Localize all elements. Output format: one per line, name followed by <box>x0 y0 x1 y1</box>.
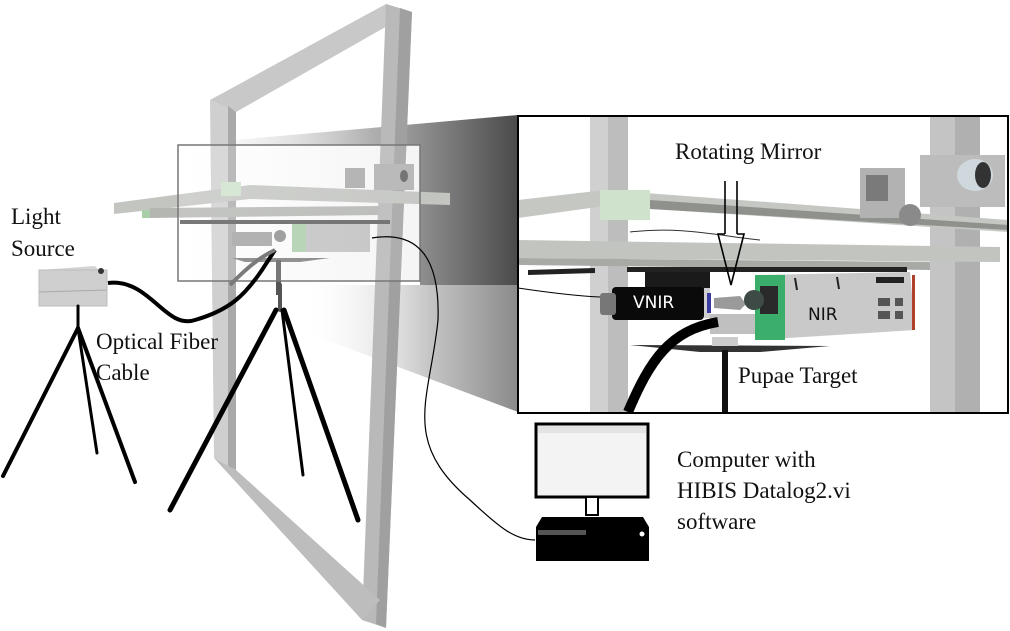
nir-lens-housing <box>760 286 778 314</box>
nir-vent-1 <box>878 298 890 306</box>
zoom-inset <box>517 115 1009 414</box>
tripod-center <box>167 283 361 523</box>
label-pupae-target: Pupae Target <box>738 363 858 388</box>
nir-stripe-red <box>912 275 915 330</box>
light-source-seam <box>38 289 108 293</box>
pupae-target-cap <box>712 337 738 346</box>
label-light-source-line2: Source <box>11 236 75 261</box>
green-clamp-small-2 <box>142 210 150 218</box>
inset-mount-plate-main <box>627 267 907 272</box>
inset-mount-circle <box>899 204 921 226</box>
inset-wire-top <box>629 229 761 241</box>
nir-camera-body <box>755 272 915 340</box>
label-computer-line1: Computer with <box>677 447 816 472</box>
inset-light-lens <box>975 162 991 188</box>
inset-camera-mount-window <box>866 175 888 201</box>
zoom-projection <box>178 115 518 412</box>
mirror-arrow <box>716 181 746 286</box>
nir-tick-2 <box>836 276 840 290</box>
computer-icon <box>534 422 650 561</box>
inset-mount-plate <box>528 268 595 275</box>
vnir-lens-blue <box>707 293 711 313</box>
label-rotating-mirror: Rotating Mirror <box>675 139 822 164</box>
label-computer-line3: software <box>677 509 757 534</box>
monitor-bezel-strip <box>538 426 646 433</box>
inset-rail-dark-stripe <box>650 200 1008 230</box>
tower-power-led <box>639 531 645 537</box>
label-vnir: VNIR <box>633 293 675 313</box>
optical-fiber-cable-inside-box <box>228 248 276 287</box>
projection-upper <box>178 115 518 285</box>
nir-vent-2 <box>895 298 903 306</box>
light-source-unit <box>38 266 108 307</box>
label-optical-fiber-line2: Cable <box>96 360 150 385</box>
monitor <box>534 422 650 499</box>
desktop-tower <box>536 517 649 561</box>
nir-vent-3 <box>878 311 890 319</box>
pupae-target-stand <box>722 350 728 412</box>
nir-top-slot <box>876 277 904 283</box>
inset-wire-left <box>517 287 601 298</box>
optical-fiber-cable <box>107 248 277 324</box>
inset-rail-front <box>518 240 1000 262</box>
label-optical-fiber-line1: Optical Fiber <box>96 329 218 354</box>
label-computer-line2: HIBIS Datalog2.vi <box>677 478 851 503</box>
frame-top-bar <box>210 4 412 112</box>
mirror-base <box>710 314 755 334</box>
tower-drive-slot <box>538 530 586 535</box>
vnir-camera-body <box>612 287 704 320</box>
nir-tick-1 <box>794 277 798 291</box>
rotating-mirror <box>714 296 746 310</box>
projection-lower <box>300 285 518 412</box>
monitor-neck <box>585 496 599 516</box>
tripod-left <box>1 304 137 484</box>
data-cable <box>371 236 536 541</box>
nir-vent-4 <box>895 311 903 319</box>
vnir-camera-cap <box>600 293 616 315</box>
inset-border <box>517 115 1009 414</box>
label-light-source-line1: Light <box>11 204 61 229</box>
light-source-knob <box>98 268 104 274</box>
label-nir: NIR <box>808 305 838 325</box>
zoom-source-box <box>177 144 421 282</box>
light-source-box <box>38 269 108 307</box>
nir-lens <box>744 290 764 310</box>
pupae-target-plate <box>630 345 830 352</box>
frame-bottom-bar <box>214 458 380 620</box>
inset-green-clamp <box>600 190 650 220</box>
inset-fiber-cable <box>623 317 719 414</box>
